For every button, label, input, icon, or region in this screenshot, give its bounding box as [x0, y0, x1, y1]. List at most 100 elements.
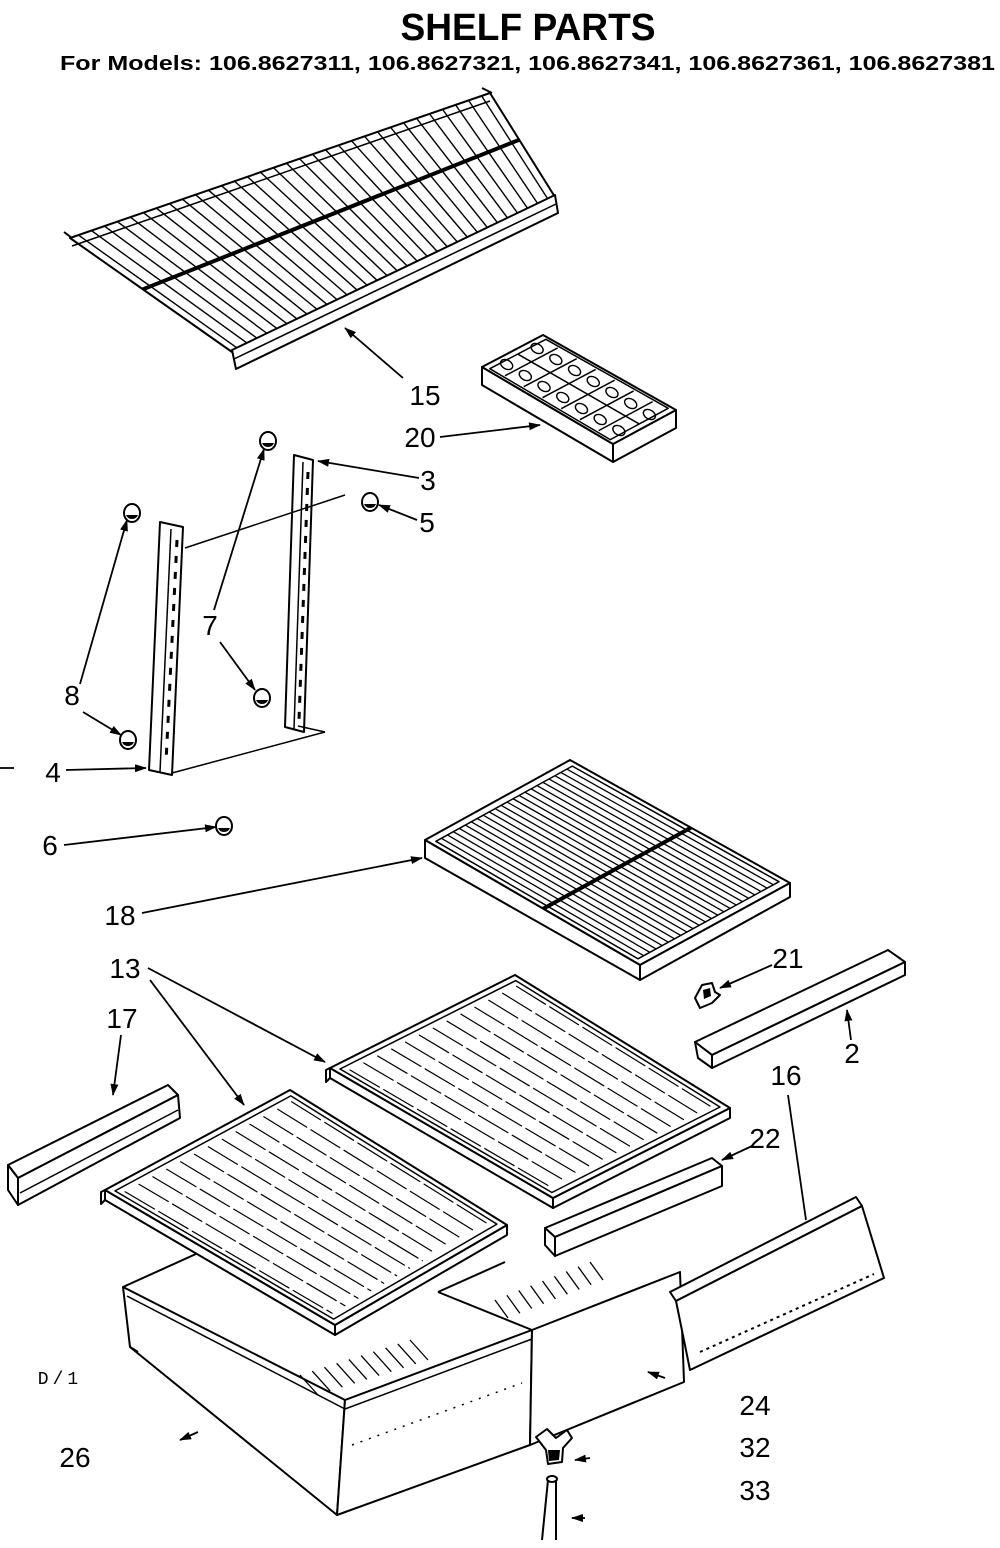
glass-frame-inner	[339, 979, 721, 1194]
shelf-front-rail-edge	[233, 203, 557, 360]
drawer-floor-rib	[299, 1374, 319, 1396]
title-block: SHELF PARTS For Models: 106.8627311, 106…	[60, 7, 995, 75]
rail-2-end	[694, 1041, 713, 1069]
callout-26: 26	[59, 1442, 90, 1473]
shelf-crossbar	[142, 137, 520, 292]
leader-line-22	[721, 1145, 753, 1161]
clip-21-shade	[703, 988, 711, 999]
drawer-floor-rib	[360, 1355, 380, 1376]
wire-shelf-lower	[424, 759, 791, 981]
glass-rib	[263, 1116, 462, 1239]
shelf-wire	[312, 153, 420, 263]
glass-rib	[377, 1055, 578, 1175]
tray-cell	[586, 375, 601, 388]
drawer-floor-rib	[518, 1290, 533, 1309]
shelf-wire	[208, 189, 339, 302]
shelf-wire	[143, 212, 289, 326]
callout-20: 20	[404, 422, 435, 453]
drawer-floor-rib	[589, 1261, 604, 1281]
callout-21: 21	[772, 943, 803, 974]
shelf-wire	[441, 837, 645, 957]
rail-right-channel	[293, 461, 304, 730]
leader-line-18	[141, 856, 423, 914]
model-list: For Models: 106.8627311, 106.8627321, 10…	[60, 53, 995, 75]
drawer-floor-rib	[397, 1343, 417, 1365]
drawer-notch	[129, 1346, 139, 1353]
callout-17: 17	[106, 1003, 137, 1034]
shelf-wire-end	[481, 87, 493, 94]
drawer-floor-rib	[577, 1266, 592, 1286]
shelf-wire	[260, 171, 379, 283]
clip-body	[119, 730, 137, 750]
glass-rib	[363, 1062, 565, 1181]
drawer-front-left	[336, 1329, 533, 1516]
diagram-note: D/1	[38, 1370, 82, 1390]
leader-line-20	[439, 422, 541, 438]
glass-shelf-lower	[100, 1089, 508, 1336]
glass-rib	[193, 1153, 398, 1277]
callout-4: 4	[45, 757, 61, 788]
shelf-wire	[442, 108, 520, 215]
clip-shade	[262, 443, 274, 448]
drawer-floor-rib	[541, 1280, 557, 1300]
leader-line-8	[82, 711, 122, 736]
shelf-wire-end	[63, 231, 73, 239]
shelf-wire	[182, 198, 319, 312]
shelf-wire	[351, 140, 450, 249]
glass-rib	[166, 1168, 372, 1292]
shelf-wire	[468, 100, 540, 206]
clip-shade	[218, 828, 230, 832]
tray-cell	[593, 413, 607, 426]
callout-7: 7	[202, 610, 218, 641]
shelf-wire	[286, 162, 399, 273]
glass-rib	[474, 1006, 671, 1127]
panel-16-face	[675, 1205, 885, 1371]
callout-13: 13	[109, 953, 140, 984]
shelf-wire	[169, 203, 309, 316]
callout-8: 8	[64, 680, 80, 711]
shelf-support-clips	[119, 431, 379, 836]
shelf-wire	[103, 225, 259, 340]
drawer-floor-rib	[372, 1351, 392, 1373]
glass-surface	[329, 974, 731, 1199]
glass-rib	[138, 1183, 346, 1307]
leader-line-7	[213, 448, 265, 611]
leader-line-bracket	[574, 1454, 591, 1463]
clip-body	[361, 492, 379, 512]
shelf-wire	[494, 808, 700, 926]
ice-tray	[481, 334, 677, 463]
rail-22-end	[544, 1227, 556, 1257]
leader-line-4	[65, 764, 147, 773]
leader-line-7	[219, 641, 256, 691]
shelf-wire	[447, 834, 651, 953]
clip-body	[259, 431, 277, 451]
trim-rails	[7, 949, 906, 1371]
drawer-floor-rib	[348, 1359, 368, 1380]
rail-17-end	[7, 1164, 19, 1206]
leader-line-6	[63, 824, 217, 846]
shelf-support-rails	[148, 454, 346, 776]
tray-cell	[642, 408, 657, 421]
page-title: SHELF PARTS	[401, 7, 656, 49]
shelf-wire	[500, 804, 706, 923]
drawer-bracket-shade	[548, 1450, 560, 1461]
tray-cell	[555, 391, 570, 404]
leader-line-8	[79, 519, 128, 685]
shelf-wire	[481, 95, 550, 201]
drawer-floor-rib	[506, 1294, 521, 1314]
leader-line-2	[844, 1009, 853, 1041]
drawer-floor-rib	[553, 1275, 568, 1295]
tray-cell	[567, 364, 582, 377]
tray-cell	[605, 386, 619, 399]
shelf-wire	[455, 104, 530, 211]
callout-18: 18	[104, 900, 135, 931]
drawer-rim	[437, 1291, 533, 1331]
glass-rib	[502, 992, 698, 1114]
glass-rib	[515, 985, 711, 1107]
callout-6: 6	[42, 830, 58, 861]
shelf-wire	[234, 180, 359, 292]
glass-rib	[152, 1176, 359, 1299]
callout-15: 15	[409, 380, 440, 411]
rail-left-slots	[164, 539, 179, 763]
callout-5: 5	[419, 507, 435, 538]
